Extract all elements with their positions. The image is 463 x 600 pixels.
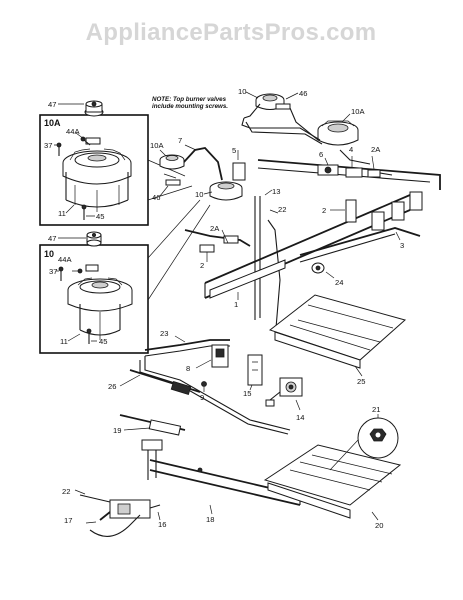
orifice-2a-middle bbox=[223, 235, 239, 244]
callout-25: 25 bbox=[357, 377, 365, 386]
screw-9 bbox=[201, 381, 207, 387]
callout-46: 46 bbox=[299, 89, 307, 98]
callout-45: 45 bbox=[99, 337, 107, 346]
bake-valve-17: 17 bbox=[64, 499, 161, 525]
orifice-2a-right bbox=[367, 169, 381, 178]
callout-47: 47 bbox=[48, 100, 56, 109]
callout-3: 3 bbox=[400, 241, 404, 250]
callout-47: 47 bbox=[48, 234, 56, 243]
inset-burner-10a: 10A 47 37 44A 11 45 bbox=[39, 100, 149, 226]
callout-20: 20 bbox=[375, 521, 383, 530]
callout-2: 2 bbox=[322, 206, 326, 215]
callout-11: 11 bbox=[60, 337, 68, 346]
tube-22-bottom bbox=[79, 494, 111, 503]
burner-baffle-20: 20 bbox=[263, 444, 402, 530]
callout-1: 1 bbox=[234, 300, 238, 309]
inset-burner-10: 10 47 37 44A 11 45 bbox=[39, 231, 149, 354]
callout-21: 21 bbox=[372, 405, 380, 414]
callout-22: 22 bbox=[62, 487, 70, 496]
callout-10a: 10A bbox=[351, 107, 365, 116]
callout-8: 8 bbox=[186, 364, 190, 373]
callout-2: 2 bbox=[200, 261, 204, 270]
callout-23: 23 bbox=[160, 329, 168, 338]
valve-4 bbox=[345, 167, 363, 178]
callout-37: 37 bbox=[49, 267, 57, 276]
callout-18: 18 bbox=[206, 515, 214, 524]
burner-baffle-25: 25 bbox=[268, 294, 407, 386]
inset-10-title: 10 bbox=[44, 249, 54, 259]
callout-2a: 2A bbox=[210, 224, 220, 233]
orifice-2-middle bbox=[199, 244, 215, 253]
valve-bar-1 bbox=[209, 259, 286, 299]
callout-37: 37 bbox=[44, 141, 52, 150]
callout-22: 22 bbox=[278, 205, 286, 214]
callout-17: 17 bbox=[64, 516, 72, 525]
callout-45: 45 bbox=[96, 212, 104, 221]
callout-10a: 10A bbox=[150, 141, 164, 150]
valve-cluster: 6 4 2A bbox=[317, 145, 393, 178]
callout-24: 24 bbox=[335, 278, 343, 287]
bracket-5 bbox=[232, 162, 246, 181]
callout-46: 46 bbox=[152, 193, 160, 202]
burner-10a-left: 10A 46 bbox=[150, 141, 185, 202]
callout-4: 4 bbox=[349, 145, 353, 154]
burner-10a-right: 10A bbox=[317, 107, 365, 146]
callout-26: 26 bbox=[108, 382, 116, 391]
tube-23 bbox=[144, 339, 230, 351]
watermark: AppliancePartsPros.com bbox=[86, 19, 377, 46]
burner-10-top: 10 46 bbox=[238, 87, 307, 119]
wire-16 bbox=[89, 514, 141, 537]
callout-5: 5 bbox=[232, 146, 236, 155]
callout-9: 9 bbox=[200, 393, 204, 402]
screw-44a-b bbox=[77, 268, 83, 274]
callout-2a: 2A bbox=[371, 145, 381, 154]
callout-14: 14 bbox=[296, 413, 304, 422]
callout-44a: 44A bbox=[66, 127, 80, 136]
valve-2-right bbox=[345, 199, 357, 223]
callout-10: 10 bbox=[195, 190, 203, 199]
igniter-19: 19 bbox=[113, 414, 186, 436]
gas-tube-7 bbox=[183, 147, 223, 181]
callout-11: 11 bbox=[58, 209, 66, 218]
callout-19: 19 bbox=[113, 426, 121, 435]
callout-15: 15 bbox=[243, 389, 251, 398]
tube-3 bbox=[299, 227, 421, 256]
tube-22-top bbox=[267, 219, 281, 341]
oven-gas-tube bbox=[144, 356, 291, 431]
inset-10a-title: 10A bbox=[44, 118, 61, 128]
screw-44a-a bbox=[80, 136, 86, 142]
callout-10: 10 bbox=[238, 87, 246, 96]
callout-6: 6 bbox=[319, 150, 323, 159]
nut-21: 21 bbox=[329, 405, 399, 471]
gas-tube-upper-1 bbox=[241, 117, 321, 141]
valve-2-2a-middle: 2 2A bbox=[184, 224, 251, 270]
regulator-14: 14 bbox=[265, 377, 304, 422]
callout-7: 7 bbox=[178, 136, 182, 145]
callout-44a: 44A bbox=[58, 255, 72, 264]
note-line-1: NOTE: Top burner valves bbox=[152, 96, 227, 103]
callout-13: 13 bbox=[272, 187, 280, 196]
note-line-2: include mounting screws. bbox=[152, 103, 228, 110]
igniter-26: 26 bbox=[108, 369, 201, 395]
burner-bracket-3: 3 bbox=[299, 191, 423, 263]
burner-10-middle: 10 bbox=[195, 181, 243, 201]
callout-16: 16 bbox=[158, 520, 166, 529]
